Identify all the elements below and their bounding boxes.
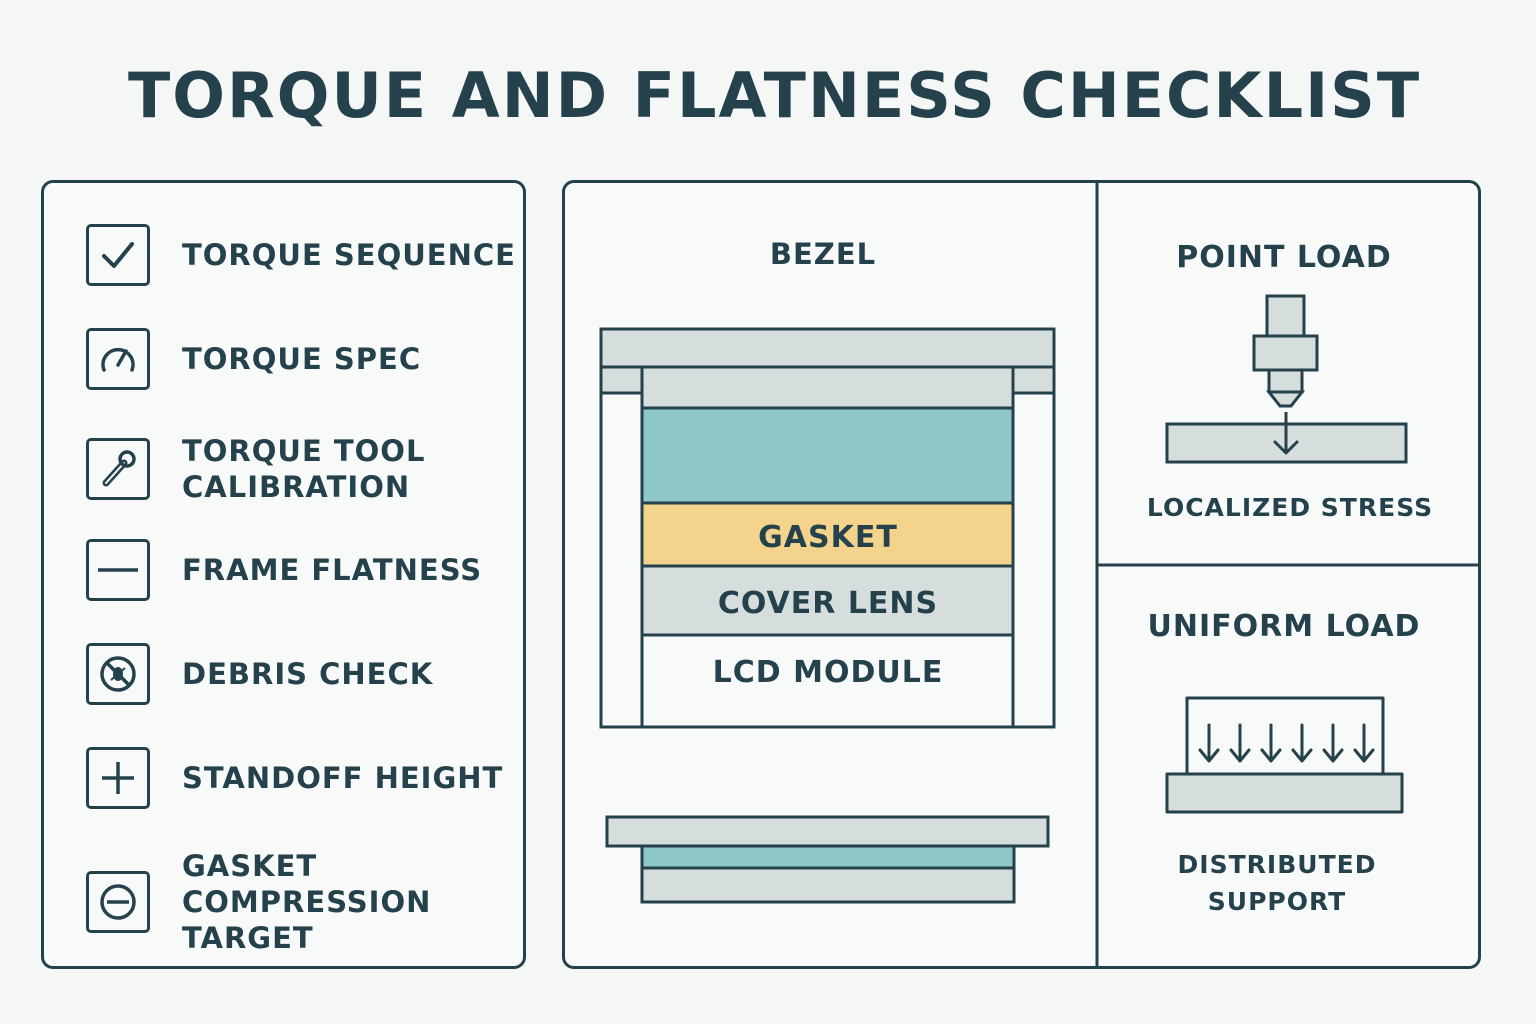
bezel-right-lip (1011, 365, 1056, 395)
plus-icon (86, 747, 150, 809)
display-layer (640, 406, 1015, 505)
page-title: TORQUE AND FLATNESS CHECKLIST (128, 59, 1422, 132)
checklist-item-torque-tool-calibration[interactable]: TORQUE TOOL CALIBRATION (86, 433, 425, 505)
gasket-layer (640, 501, 1015, 568)
probe-body (1252, 334, 1319, 372)
minus-line-icon (86, 539, 150, 601)
no-debris-icon (86, 643, 150, 705)
point-load-caption: LOCALIZED STRESS (1147, 493, 1433, 522)
uniform-load-title: UNIFORM LOAD (1148, 609, 1421, 644)
bezel-label: BEZEL (770, 237, 876, 271)
checklist-panel: TORQUE SEQUENCE TORQUE SPEC TORQUE TOOL … (41, 180, 526, 969)
checklist-item-label: TORQUE SEQUENCE (182, 238, 516, 272)
checklist-item-label: TORQUE SPEC (182, 342, 422, 376)
checklist-item-gasket-compression-target[interactable]: GASKET COMPRESSION TARGET (86, 848, 431, 956)
gauge-icon (86, 328, 150, 390)
uniform-load-plate (1165, 772, 1404, 814)
checklist-item-frame-flatness[interactable]: FRAME FLATNESS (86, 539, 482, 601)
uniform-load-arrows (1198, 723, 1375, 763)
cover-lens-label: COVER LENS (718, 586, 938, 621)
point-load-arrow-head (1273, 440, 1299, 455)
bezel-left-wall (599, 365, 644, 729)
gasket-label: GASKET (758, 520, 898, 555)
checklist-item-torque-sequence[interactable]: TORQUE SEQUENCE (86, 224, 516, 286)
checklist-item-torque-spec[interactable]: TORQUE SPEC (86, 328, 421, 390)
exploded-top-plate (605, 815, 1050, 848)
uniform-load-arrow (1229, 723, 1251, 763)
bezel-stack-diagram (599, 327, 1056, 729)
uniform-load-arrow (1322, 723, 1344, 763)
checklist-item-label: TORQUE TOOL CALIBRATION (182, 434, 426, 504)
checklist-item-label: GASKET COMPRESSION TARGET (182, 849, 432, 955)
bezel-inner-layer (640, 365, 1015, 410)
point-load-title: POINT LOAD (1176, 240, 1392, 275)
checklist-item-debris-check[interactable]: DEBRIS CHECK (86, 643, 433, 705)
bezel-left-lip (599, 365, 644, 395)
checklist-item-label: STANDOFF HEIGHT (182, 761, 504, 795)
probe-neck (1267, 368, 1304, 394)
uniform-load-diagram (1165, 696, 1404, 814)
exploded-stack-diagram (605, 815, 1050, 904)
probe-tip (1265, 390, 1306, 408)
checklist-item-standoff-height[interactable]: STANDOFF HEIGHT (86, 747, 503, 809)
exploded-bottom-plate (640, 866, 1016, 904)
probe-shaft (1265, 294, 1306, 338)
lcd-module-label: LCD MODULE (713, 655, 944, 690)
uniform-load-arrow (1198, 723, 1220, 763)
bezel-right-wall (1011, 365, 1056, 729)
checklist-item-label: DEBRIS CHECK (182, 657, 434, 691)
uniform-load-caption-line1: DISTRIBUTED (1178, 850, 1377, 879)
point-load-diagram (1165, 294, 1408, 464)
bezel-top-plate (599, 327, 1056, 369)
exploded-display-layer (640, 844, 1016, 870)
minus-circle-icon (86, 871, 150, 933)
uniform-load-frame (1185, 696, 1385, 776)
checklist-item-label: FRAME FLATNESS (182, 553, 483, 587)
wrench-icon (86, 438, 150, 500)
uniform-load-arrow (1291, 723, 1313, 763)
uniform-load-arrow (1260, 723, 1282, 763)
checkmark-icon (86, 224, 150, 286)
lcd-module-layer (640, 633, 1015, 729)
uniform-load-caption-line2: SUPPORT (1208, 887, 1346, 916)
uniform-load-arrow (1353, 723, 1375, 763)
